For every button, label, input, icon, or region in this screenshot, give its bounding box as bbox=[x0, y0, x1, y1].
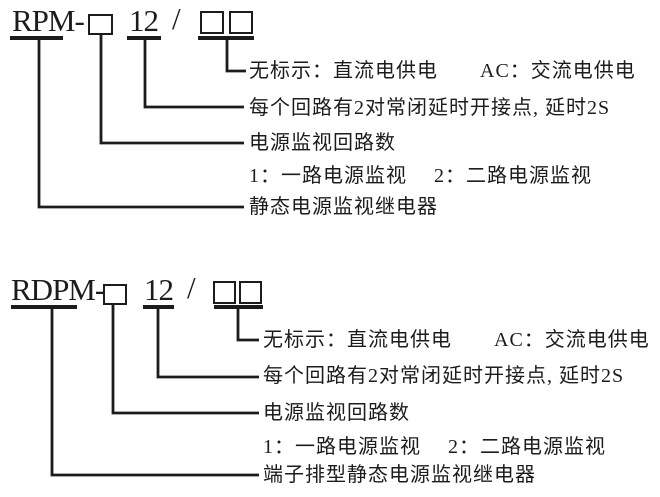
rpm-power-connector bbox=[225, 40, 246, 73]
rdpm-label-loop-count: 电源监视回路数 bbox=[263, 402, 410, 424]
rpm-model-prefix: RPM- bbox=[12, 3, 85, 38]
rdpm-power-connector bbox=[236, 309, 259, 342]
rpm-label-loop-count: 电源监视回路数 bbox=[249, 132, 396, 154]
rdpm-label-power-supply: 无标示：直流电供电 AC：交流电供电 bbox=[263, 329, 650, 351]
rpm-model-digits: 12 bbox=[129, 3, 159, 38]
rpm-label-power-supply: 无标示：直流电供电 AC：交流电供电 bbox=[249, 60, 636, 82]
rpm-model-slash: / bbox=[172, 1, 181, 36]
rdpm-label-loop-options: 1：一路电源监视 2：二路电源监视 bbox=[263, 436, 606, 458]
rdpm-option-box-power-1 bbox=[213, 281, 236, 304]
rpm-option-box-power-1 bbox=[200, 11, 224, 34]
rdpm-prefix-underline bbox=[11, 305, 77, 309]
rpm-boxes-underline bbox=[198, 36, 254, 40]
rdpm-option-box-loops bbox=[103, 284, 127, 305]
rpm-label-product-name: 静态电源监视继电器 bbox=[249, 196, 438, 218]
rdpm-option-box-power-2 bbox=[239, 281, 262, 304]
rpm-prefix-underline bbox=[10, 36, 63, 40]
rpm-option-box-loops bbox=[88, 14, 113, 35]
rdpm-model-digits: 12 bbox=[144, 272, 174, 307]
rdpm-loopcount-connector bbox=[111, 304, 259, 415]
rpm-product-connector bbox=[37, 40, 244, 209]
rdpm-model-slash: / bbox=[187, 270, 196, 305]
rdpm-label-product-name: 端子排型静态电源监视继电器 bbox=[263, 464, 536, 486]
rpm-digits-underline bbox=[127, 36, 161, 40]
rdpm-boxes-underline bbox=[214, 305, 263, 309]
rdpm-contacts-connector bbox=[156, 309, 259, 379]
rdpm-model-prefix: RDPM- bbox=[11, 272, 105, 307]
rpm-label-loop-options: 1：一路电源监视 2：二路电源监视 bbox=[249, 165, 592, 187]
rdpm-digits-underline bbox=[143, 305, 174, 309]
rpm-loopcount-connector bbox=[99, 33, 244, 145]
rdpm-product-connector bbox=[50, 309, 259, 477]
rpm-option-box-power-2 bbox=[229, 11, 253, 34]
rpm-label-contacts: 每个回路有2对常闭延时开接点, 延时2S bbox=[249, 97, 611, 119]
rdpm-label-contacts: 每个回路有2对常闭延时开接点, 延时2S bbox=[263, 365, 625, 387]
rpm-contacts-connector bbox=[143, 40, 244, 109]
